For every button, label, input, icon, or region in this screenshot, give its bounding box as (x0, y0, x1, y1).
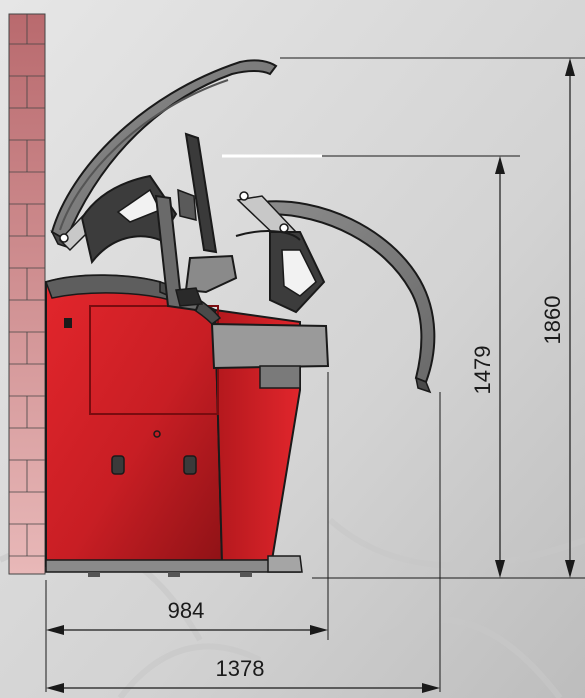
machine-cabinet (45, 274, 301, 568)
dimension-984: 984 (46, 598, 328, 635)
dimension-1860: 1860 (540, 58, 575, 578)
height-hood-open-label: 1860 (540, 296, 565, 345)
wall (8, 13, 46, 575)
monitor (154, 132, 238, 312)
machine-base (45, 555, 303, 577)
front-hood (235, 191, 436, 394)
depth-machine-label: 984 (168, 598, 205, 623)
dimension-lines (45, 57, 585, 692)
dimension-1479: 1479 (470, 156, 505, 578)
height-monitor-label: 1479 (470, 346, 495, 395)
depth-total-label: 1378 (216, 656, 265, 681)
dimension-1378: 1378 (46, 656, 440, 693)
